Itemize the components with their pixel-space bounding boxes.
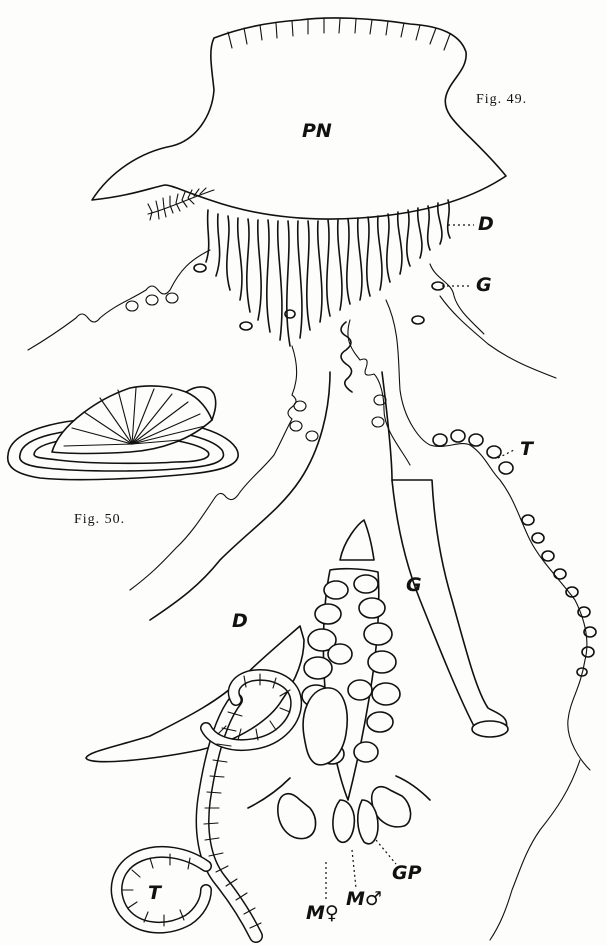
gastrozooid-cups bbox=[194, 264, 444, 330]
fig49-caption: Fig. 49. bbox=[476, 92, 527, 108]
label-pneumatophore: PN bbox=[302, 122, 332, 141]
gastrozooid-lower-mouth bbox=[472, 721, 508, 737]
wavy-tentacle bbox=[341, 322, 352, 392]
label-dactylozooid-lower: D bbox=[232, 612, 248, 631]
label-dactylozooid-upper: D bbox=[478, 215, 494, 234]
pneumatophore-float bbox=[92, 18, 506, 219]
fig50-caption: Fig. 50. bbox=[74, 512, 125, 528]
label-female-medusoid: M♀ bbox=[306, 904, 339, 923]
tentacle-bottom-right bbox=[490, 760, 580, 940]
gastrozooid-lower bbox=[392, 480, 507, 737]
fig50-disc bbox=[8, 386, 238, 480]
label-male-medusoid: M♂ bbox=[346, 890, 382, 909]
label-gastrozooid-upper: G bbox=[476, 276, 492, 295]
label-gastrozooid-lower: G bbox=[406, 576, 422, 595]
zooid-fringe bbox=[206, 200, 450, 346]
label-gonophore: GP bbox=[392, 864, 422, 883]
label-tentacle-right: T bbox=[520, 440, 533, 459]
label-tentacle-lower: T bbox=[148, 884, 161, 903]
